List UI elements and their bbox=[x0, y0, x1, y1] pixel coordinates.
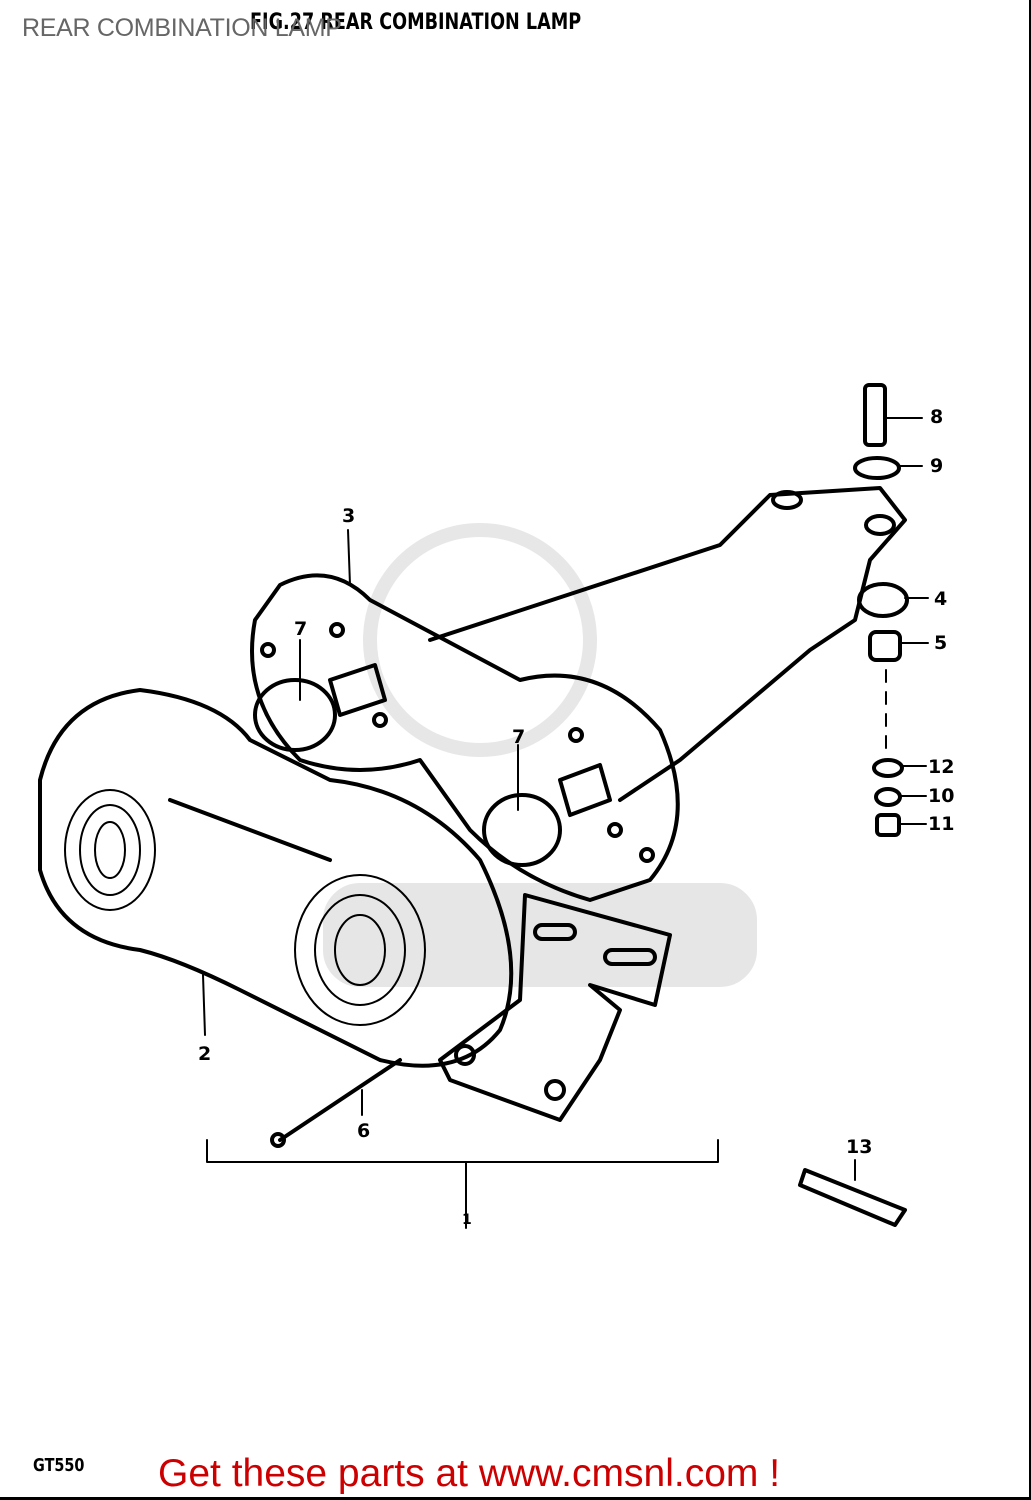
bulb-left bbox=[328, 663, 387, 717]
callout-11: 11 bbox=[928, 813, 955, 835]
callout-8: 8 bbox=[930, 406, 944, 428]
callout-13: 13 bbox=[846, 1136, 873, 1158]
callout-2: 2 bbox=[198, 1043, 212, 1065]
promo-link[interactable]: Get these parts at www.cmsnl.com ! bbox=[158, 1452, 781, 1495]
plate-bracket bbox=[438, 893, 672, 1122]
reflector-13 bbox=[798, 1168, 907, 1227]
collar-5 bbox=[868, 630, 902, 662]
callout-9: 9 bbox=[930, 455, 944, 477]
nut-11 bbox=[875, 813, 901, 837]
washer-9 bbox=[853, 456, 901, 480]
lamp-lens bbox=[38, 688, 514, 1068]
screw-6 bbox=[278, 1058, 402, 1142]
mounting-bracket bbox=[428, 486, 907, 802]
callout-1: 1 bbox=[462, 1212, 472, 1228]
lockwasher-10 bbox=[874, 787, 902, 807]
callout-7a: 7 bbox=[294, 618, 308, 640]
bolt-8 bbox=[863, 383, 887, 447]
callout-4: 4 bbox=[934, 588, 948, 610]
bulb-right bbox=[558, 763, 612, 817]
callout-5: 5 bbox=[934, 632, 948, 654]
bottom-border bbox=[0, 1497, 1031, 1500]
callout-12: 12 bbox=[928, 756, 955, 778]
page-title: REAR COMBINATION LAMP bbox=[22, 14, 342, 42]
model-label: GT550 bbox=[33, 1455, 85, 1476]
grommet-4 bbox=[857, 582, 909, 618]
callout-10: 10 bbox=[928, 785, 955, 807]
lamp-housing-base bbox=[250, 573, 680, 902]
callout-7b: 7 bbox=[512, 726, 526, 748]
scan-title: FIG.27 REAR COMBINATION LAMP bbox=[250, 10, 582, 35]
washer-12 bbox=[872, 758, 904, 778]
callout-3: 3 bbox=[342, 505, 356, 527]
callout-6: 6 bbox=[357, 1120, 371, 1142]
watermark-logo bbox=[323, 523, 757, 987]
right-border bbox=[1029, 0, 1031, 1500]
